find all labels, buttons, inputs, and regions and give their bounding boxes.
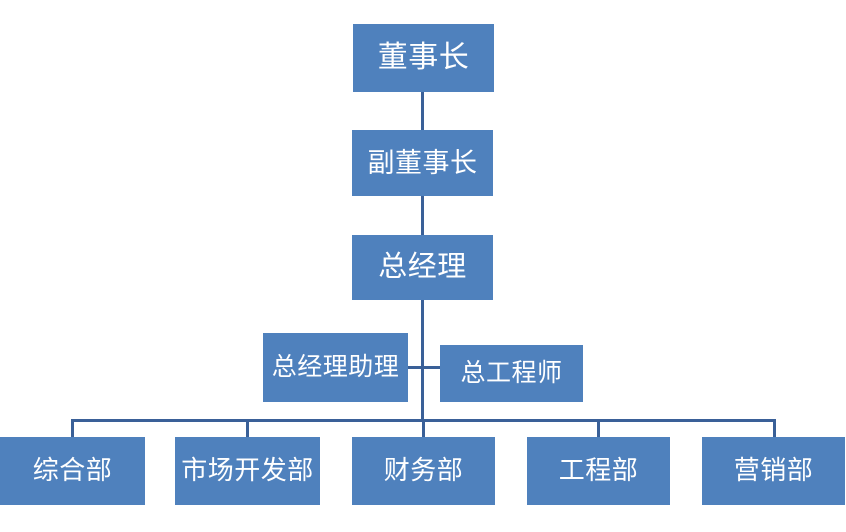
org-node-department-label: 营销部 — [733, 456, 814, 486]
connector-spine-to-chief-engineer — [421, 366, 441, 369]
connector-drop-to-department-3 — [597, 419, 600, 438]
org-node-department-label: 市场开发部 — [181, 456, 314, 486]
org-node-vice-chairman[interactable]: 副董事长 — [352, 130, 493, 196]
org-node-department-label: 财务部 — [383, 456, 464, 486]
org-node-chairman-label: 董事长 — [377, 41, 470, 75]
org-node-department[interactable]: 综合部 — [0, 437, 145, 505]
connector-drop-to-department-0 — [71, 419, 74, 438]
connector-vice-chairman-to-general-manager — [421, 196, 424, 235]
org-node-department[interactable]: 市场开发部 — [175, 437, 320, 505]
connector-drop-to-department-2 — [422, 419, 425, 438]
org-node-chief-engineer[interactable]: 总工程师 — [440, 345, 583, 402]
connector-drop-to-department-4 — [773, 419, 776, 438]
org-node-chief-engineer-label: 总工程师 — [460, 359, 563, 387]
org-node-chairman[interactable]: 董事长 — [353, 24, 494, 92]
org-node-department[interactable]: 财务部 — [352, 437, 495, 505]
org-node-department-label: 工程部 — [558, 456, 639, 486]
org-node-gm-assistant[interactable]: 总经理助理 — [263, 333, 408, 402]
connector-drop-to-department-1 — [246, 419, 249, 438]
connector-general-manager-spine — [421, 300, 424, 421]
org-node-department[interactable]: 营销部 — [702, 437, 845, 505]
org-node-vice-chairman-label: 副董事长 — [367, 147, 478, 178]
org-node-department[interactable]: 工程部 — [527, 437, 670, 505]
connector-gm-assistant-to-spine — [408, 366, 422, 369]
org-node-general-manager[interactable]: 总经理 — [352, 235, 493, 300]
org-node-department-label: 综合部 — [32, 456, 113, 486]
org-node-gm-assistant-label: 总经理助理 — [271, 353, 400, 381]
org-node-general-manager-label: 总经理 — [378, 251, 467, 284]
connector-chairman-to-vice-chairman — [421, 92, 424, 130]
